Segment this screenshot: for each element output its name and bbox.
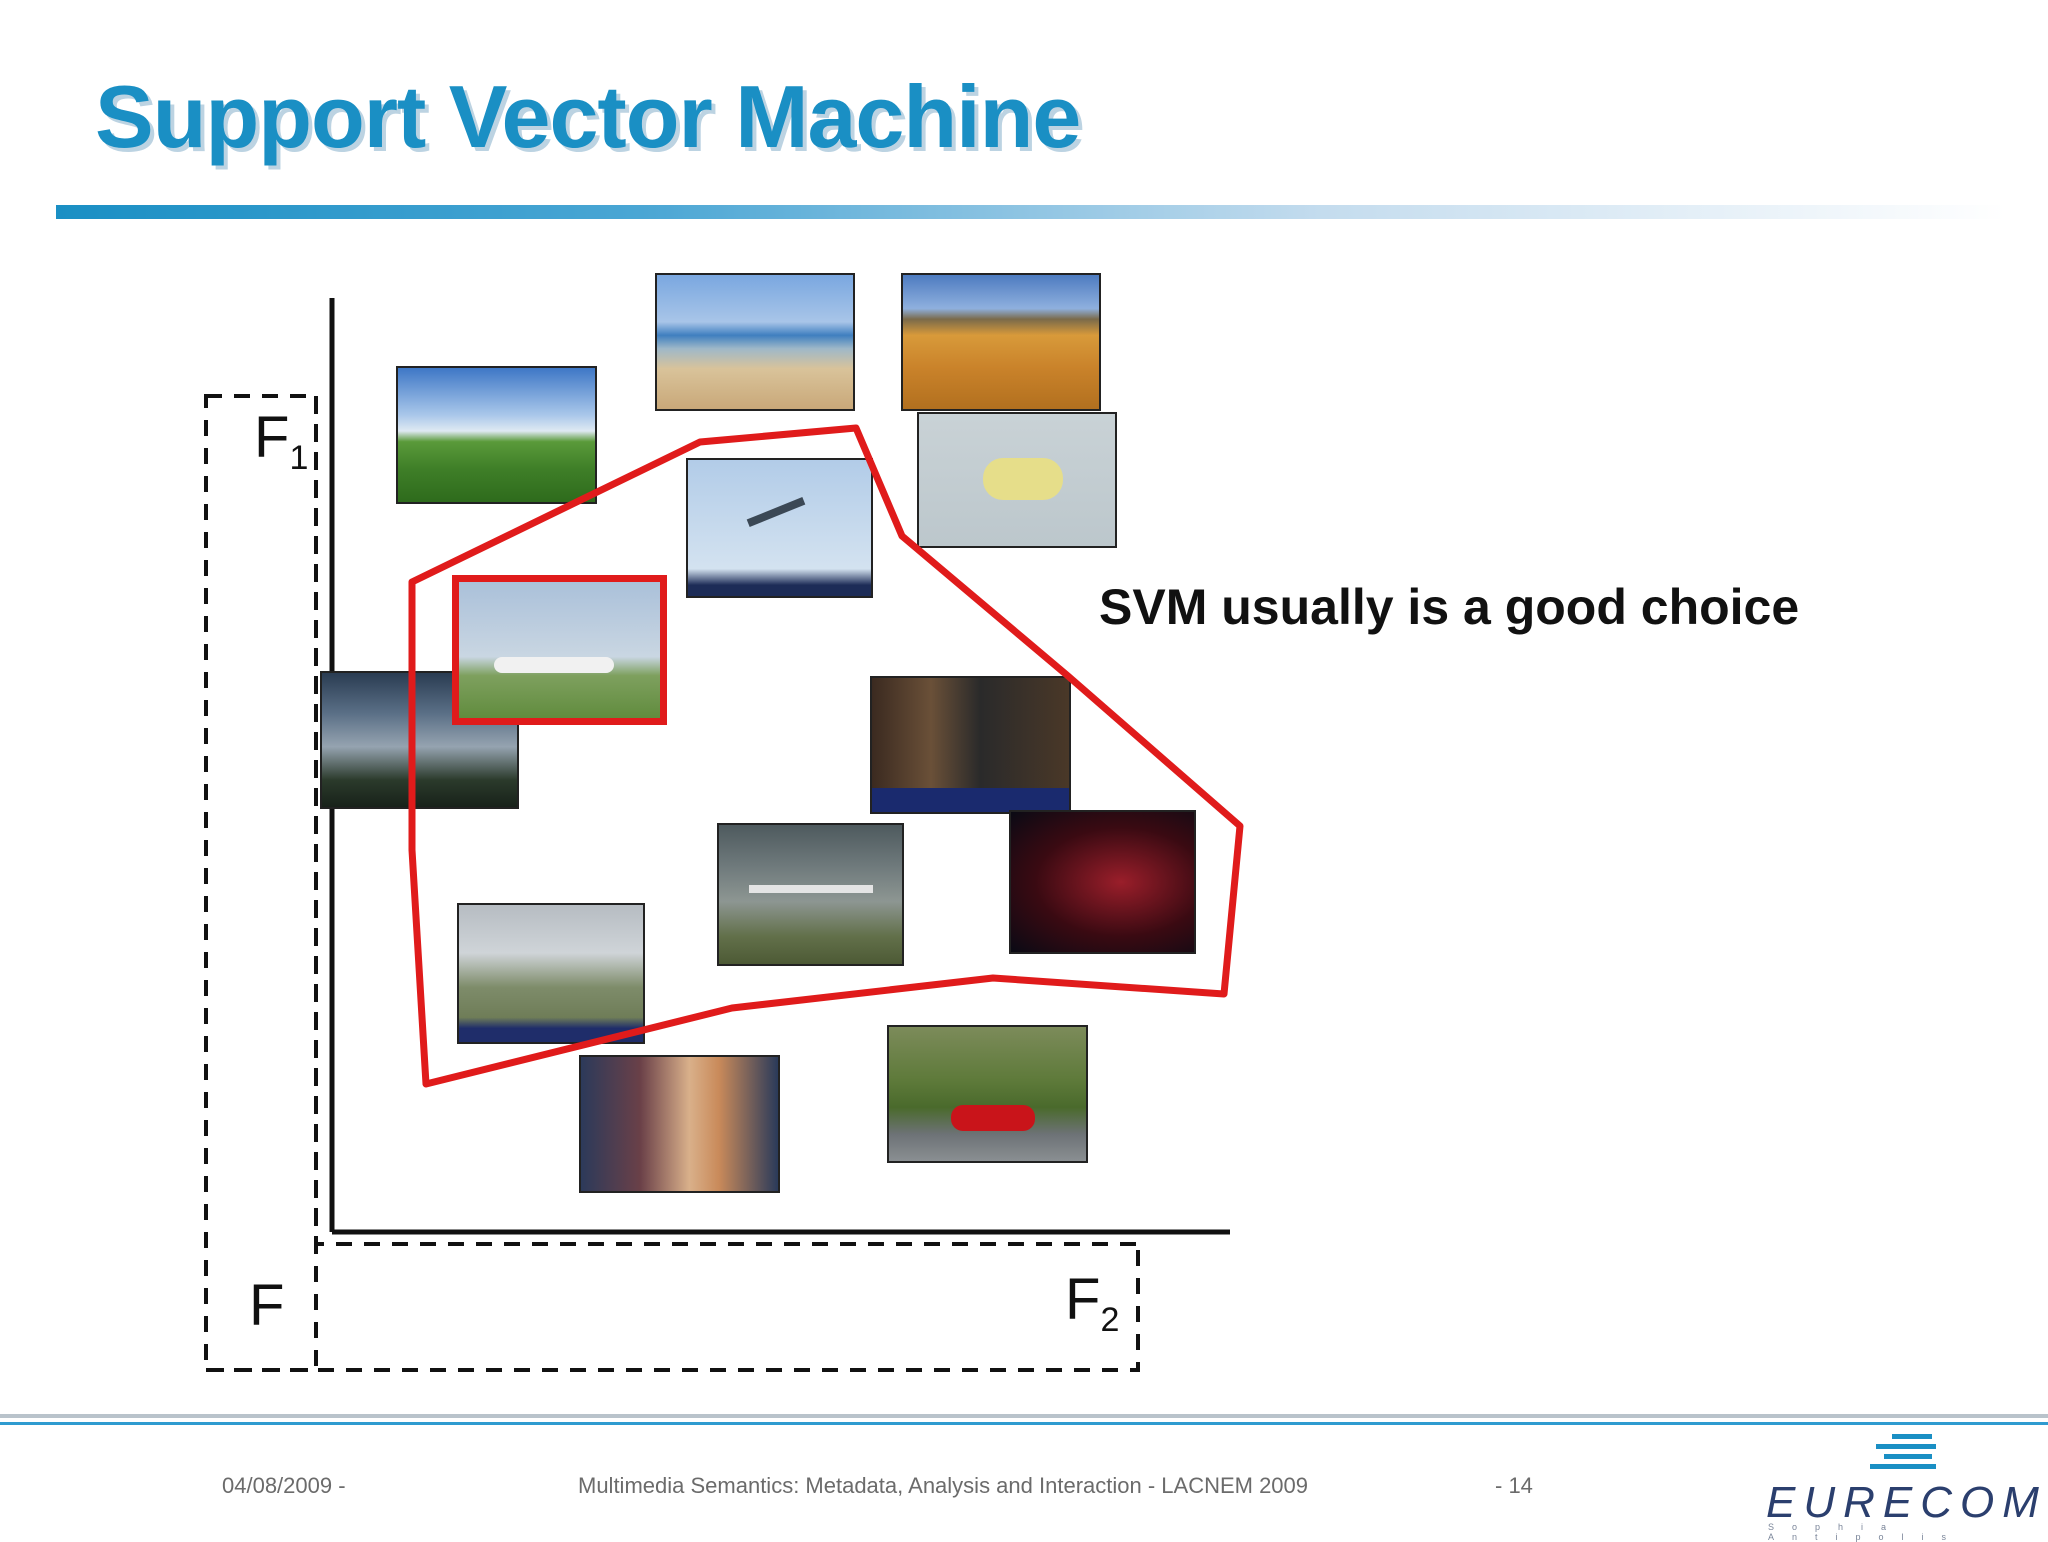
outer-feature-box-bottom [206,1244,1140,1372]
y-axis-label: F1 [254,405,309,477]
svm-callout-text: SVM usually is a good choice [1099,579,1800,635]
x-axis-label: F2 [1065,1267,1120,1339]
footer-page-number: - 14 [1495,1473,1533,1498]
red-airliner-image [1009,810,1196,954]
footer-course: Multimedia Semantics: Metadata, Analysis… [578,1473,1309,1498]
smiling-woman-image [579,1055,780,1193]
footer-accent-line [0,1422,2048,1425]
outer-feature-label: F [249,1273,285,1338]
savanna-image [901,273,1101,411]
slide-title: Support Vector Machine [95,67,1081,166]
logo-text: EURECOM [1766,1478,2047,1527]
logo-subtitle: Sophia Antipolis [1768,1522,1965,1542]
logo-bars-icon [1870,1434,1936,1469]
eurecom-logo: EURECOM Sophia Antipolis [1762,1430,2039,1542]
red-car-image [887,1025,1088,1163]
title-underline [56,205,2006,219]
propeller-plane-image [457,903,645,1044]
airplane-sky-image [686,458,873,598]
svm-decision-boundary [408,424,1244,1088]
airplane-taxiing-image [717,823,904,966]
inner-feature-box [314,396,1138,1246]
footer-date: 04/08/2009 - [222,1473,346,1498]
news-anchor-image [870,676,1071,814]
beach-couple-image [655,273,855,411]
meadow-sky-image [396,366,597,504]
selected-support-vector-frame [452,575,667,725]
footer-divider [0,1414,2048,1418]
polar-bear-image [917,412,1117,548]
